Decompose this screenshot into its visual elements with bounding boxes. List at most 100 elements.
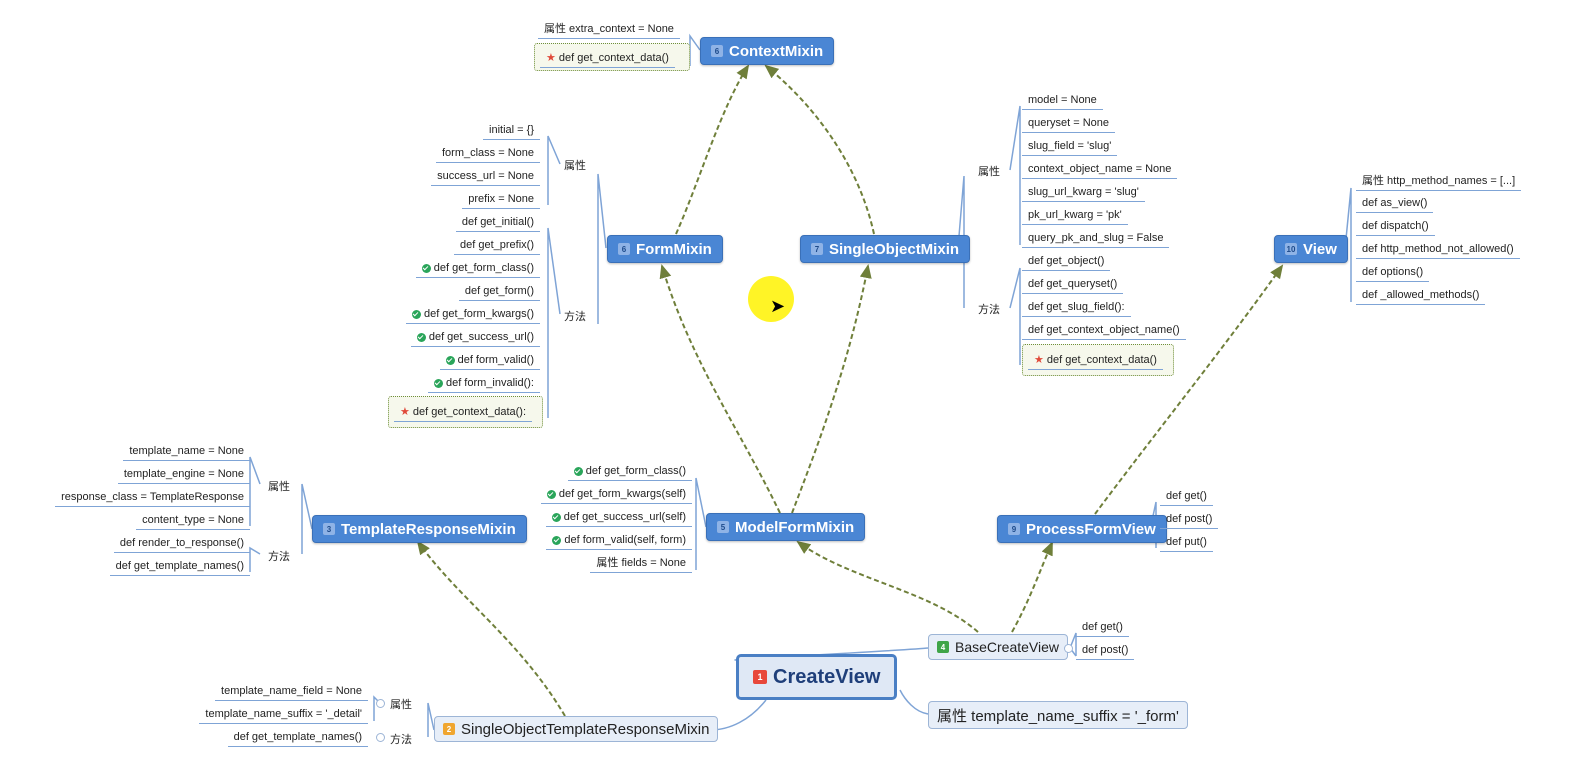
check-icon bbox=[546, 489, 556, 499]
node-number-badge: 3 bbox=[323, 523, 335, 535]
node-number-badge: 9 bbox=[1008, 523, 1020, 535]
processformview-method-1: def post() bbox=[1160, 512, 1219, 529]
formmixin-attr-1: form_class = None bbox=[435, 146, 540, 163]
collapse-toggle-icon[interactable] bbox=[376, 733, 385, 742]
node-label: SingleObjectTemplateResponseMixin bbox=[461, 720, 710, 738]
templateresponsemixin-method-0: def render_to_response() bbox=[113, 536, 250, 553]
check-icon bbox=[411, 309, 421, 319]
singleobjectmixin-node[interactable]: 7 SingleObjectMixin bbox=[800, 235, 971, 263]
singleobjectmixin-method-category: 方法 bbox=[978, 304, 1000, 316]
templateresponsemixin-method-1: def get_template_names() bbox=[109, 559, 250, 576]
singleobjecttemplateresponsemixin-node[interactable]: 2 SingleObjectTemplateResponseMixin bbox=[434, 716, 719, 742]
formmixin-method-category: 方法 bbox=[564, 311, 586, 323]
star-icon: ★ bbox=[400, 406, 410, 418]
contextmixin-attr: 属性 extra_context = None bbox=[538, 22, 680, 39]
arrow-modelformmixin-singleobjectmixin bbox=[791, 264, 872, 514]
check-icon bbox=[552, 535, 562, 545]
check-icon bbox=[433, 378, 443, 388]
processformview-node[interactable]: 9 ProcessFormView bbox=[997, 515, 1167, 543]
sotrm-attr-0: template_name_field = None bbox=[215, 684, 368, 701]
formmixin-method-3: def get_form() bbox=[458, 284, 540, 301]
node-label: ModelFormMixin bbox=[735, 518, 855, 536]
basecreateview-node[interactable]: 4 BaseCreateView bbox=[928, 634, 1069, 660]
formmixin-method-5: def get_success_url() bbox=[410, 330, 540, 347]
templateresponsemixin-method-category: 方法 bbox=[268, 551, 290, 563]
node-number-badge: 6 bbox=[711, 45, 723, 57]
arrow-sotrm-templateresponsemixin bbox=[416, 540, 566, 717]
view-method-2: def http_method_not_allowed() bbox=[1356, 242, 1520, 259]
singleobjectmixin-highlight-method: ★def get_context_data() bbox=[1028, 353, 1163, 370]
sotrm-attr-1: template_name_suffix = '_detail' bbox=[199, 707, 368, 724]
formmixin-node[interactable]: 6 FormMixin bbox=[607, 235, 723, 263]
processformview-method-2: def put() bbox=[1160, 535, 1213, 552]
arrow-formmixin-contextmixin bbox=[675, 64, 750, 235]
formmixin-method-7: def form_invalid(): bbox=[427, 376, 540, 393]
contextmixin-node[interactable]: 6 ContextMixin bbox=[700, 37, 835, 65]
node-number-badge: 2 bbox=[443, 723, 455, 735]
singleobjectmixin-method-0: def get_object() bbox=[1022, 254, 1111, 271]
singleobjectmixin-method-2: def get_slug_field(): bbox=[1022, 300, 1131, 317]
view-method-1: def dispatch() bbox=[1356, 219, 1435, 236]
highlight-box bbox=[388, 396, 543, 428]
formmixin-attr-3: prefix = None bbox=[462, 192, 540, 209]
node-number-badge: 4 bbox=[937, 641, 949, 653]
modelformmixin-method-1: def get_form_kwargs(self) bbox=[540, 487, 692, 504]
mouse-pointer-icon: ➤ bbox=[770, 296, 786, 316]
node-label: ProcessFormView bbox=[1026, 520, 1156, 538]
singleobjectmixin-attr-3: context_object_name = None bbox=[1022, 162, 1178, 179]
modelformmixin-method-3: def form_valid(self, form) bbox=[546, 533, 692, 550]
node-label: BaseCreateView bbox=[955, 639, 1060, 655]
templateresponsemixin-attr-1: template_engine = None bbox=[117, 467, 250, 484]
node-label: ContextMixin bbox=[729, 42, 824, 60]
sotrm-method-0: def get_template_names() bbox=[227, 730, 368, 747]
view-node[interactable]: 10 View bbox=[1274, 235, 1348, 263]
sotrm-method-category: 方法 bbox=[390, 734, 412, 746]
node-number-badge: 5 bbox=[717, 521, 729, 533]
check-icon bbox=[416, 332, 426, 342]
check-icon bbox=[445, 355, 455, 365]
star-icon: ★ bbox=[546, 52, 556, 64]
node-number-badge: 6 bbox=[618, 243, 630, 255]
view-method-3: def options() bbox=[1356, 265, 1430, 282]
processformview-method-0: def get() bbox=[1160, 489, 1213, 506]
node-label: CreateView bbox=[773, 665, 881, 688]
templateresponsemixin-attr-3: content_type = None bbox=[136, 513, 250, 530]
arrow-basecreateview-processformview bbox=[1011, 541, 1053, 633]
node-label: View bbox=[1303, 240, 1337, 258]
singleobjectmixin-attr-1: queryset = None bbox=[1022, 116, 1116, 133]
view-attr: 属性 http_method_names = [...] bbox=[1356, 174, 1522, 191]
arrow-processformview-view bbox=[1094, 264, 1284, 515]
templateresponsemixin-node[interactable]: 3 TemplateResponseMixin bbox=[312, 515, 527, 543]
basecreateview-method-0: def get() bbox=[1076, 620, 1129, 637]
node-number-badge: 10 bbox=[1285, 243, 1297, 255]
node-number-badge: 1 bbox=[753, 670, 767, 684]
singleobjectmixin-attr-category: 属性 bbox=[978, 166, 1000, 178]
singleobjectmixin-attr-0: model = None bbox=[1022, 93, 1103, 110]
sotrm-attr-category: 属性 bbox=[390, 699, 412, 711]
formmixin-method-0: def get_initial() bbox=[455, 215, 540, 232]
check-icon bbox=[421, 263, 431, 273]
singleobjectmixin-method-3: def get_context_object_name() bbox=[1022, 323, 1186, 340]
createview-root-node[interactable]: 1 CreateView bbox=[736, 654, 898, 700]
formmixin-attr-2: success_url = None bbox=[431, 169, 540, 186]
arrow-basecreateview-modelformmixin bbox=[796, 540, 979, 633]
star-icon: ★ bbox=[1034, 354, 1044, 366]
basecreateview-method-1: def post() bbox=[1076, 643, 1135, 660]
singleobjectmixin-attr-6: query_pk_and_slug = False bbox=[1022, 231, 1170, 248]
arrow-modelformmixin-formmixin bbox=[659, 264, 781, 514]
formmixin-highlight-method: ★def get_context_data(): bbox=[394, 405, 533, 422]
node-label: TemplateResponseMixin bbox=[341, 520, 516, 538]
formmixin-method-6: def form_valid() bbox=[439, 353, 540, 370]
check-icon bbox=[551, 512, 561, 522]
contextmixin-method: ★ def get_context_data() bbox=[540, 51, 675, 68]
formmixin-method-1: def get_prefix() bbox=[454, 238, 540, 255]
singleobjectmixin-attr-2: slug_field = 'slug' bbox=[1022, 139, 1118, 156]
createview-attr-node[interactable]: 属性 template_name_suffix = '_form' bbox=[928, 701, 1188, 729]
cursor-highlight bbox=[748, 276, 794, 322]
collapse-toggle-icon[interactable] bbox=[376, 699, 385, 708]
formmixin-attr-0: initial = {} bbox=[483, 123, 540, 140]
modelformmixin-node[interactable]: 5 ModelFormMixin bbox=[706, 513, 866, 541]
collapse-toggle-icon[interactable] bbox=[1064, 644, 1073, 653]
singleobjectmixin-method-1: def get_queryset() bbox=[1022, 277, 1124, 294]
